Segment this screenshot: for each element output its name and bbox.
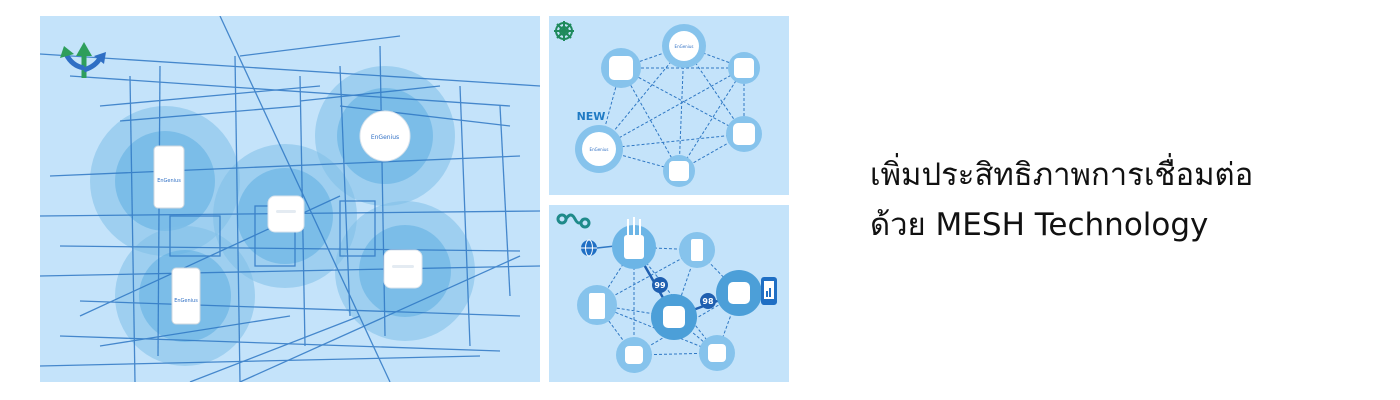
routing-node-left [577, 285, 617, 325]
routing-node-bottom-left [616, 337, 652, 373]
routing-node-bottom-right [699, 335, 735, 371]
mesh-node-3 [728, 52, 760, 84]
routing-node-top-right [679, 232, 715, 268]
svg-text:99: 99 [654, 281, 666, 290]
svg-text:EnGenius: EnGenius [174, 298, 198, 304]
svg-text:98: 98 [702, 297, 714, 306]
house-sketch-lines [40, 16, 540, 382]
hop-badge-a: 99 [652, 277, 668, 293]
globe-icon [581, 239, 597, 257]
svg-text:EnGenius: EnGenius [675, 44, 694, 49]
svg-text:EnGenius: EnGenius [157, 178, 181, 184]
headline: เพิ่มประสิทธิภาพการเชื่อมต่อ ด้วย MESH T… [870, 150, 1253, 250]
hop-badge-b: 98 [700, 293, 716, 309]
wall-access-point-left: EnGenius [153, 145, 185, 209]
new-node-label: NEW [577, 110, 606, 123]
house-coverage-illustration: EnGenius EnGenius EnGenius [40, 16, 540, 382]
phone-icon [761, 277, 777, 305]
routing-node-outdoor [612, 217, 656, 269]
routing-node-right [716, 270, 762, 316]
headline-line-2: ด้วย MESH Technology [870, 207, 1209, 243]
mesh-routing-svg: 99 98 [556, 213, 777, 373]
mesh-web-icon [554, 21, 574, 41]
svg-text:EnGenius: EnGenius [371, 134, 399, 141]
mesh-routing-illustration: 99 98 [549, 205, 789, 382]
mesh-node-5 [663, 155, 695, 187]
route-icon [556, 213, 591, 229]
mesh-topology-illustration: EnGenius EnGenius NEW [549, 16, 789, 195]
mesh-node-new: EnGenius [575, 125, 623, 173]
mesh-topology-svg: EnGenius EnGenius NEW [554, 21, 762, 187]
mesh-node-2: EnGenius [662, 24, 706, 68]
ceiling-access-point-top-right: EnGenius [359, 110, 411, 162]
svg-text:EnGenius: EnGenius [590, 147, 609, 152]
ceiling-access-point-bottom-right [383, 249, 423, 289]
split-arrows-icon [60, 42, 106, 78]
mesh-node-4 [726, 116, 762, 152]
routing-node-center [651, 294, 697, 340]
mesh-node-1 [601, 48, 641, 88]
house-coverage-svg: EnGenius EnGenius EnGenius [40, 16, 540, 382]
wall-access-point-bottom-left: EnGenius [171, 267, 201, 325]
headline-line-1: เพิ่มประสิทธิภาพการเชื่อมต่อ [870, 157, 1254, 193]
ceiling-access-point-center [267, 195, 305, 233]
